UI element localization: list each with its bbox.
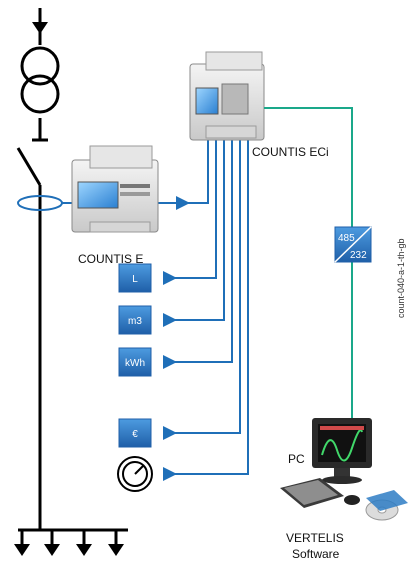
transformer-icon	[20, 46, 60, 114]
side-reference-code: count-040-a-1-th-gb	[396, 238, 406, 318]
input-label-kwh: kWh	[125, 358, 145, 369]
input-label-l: L	[132, 274, 138, 285]
input-label-euro: €	[132, 429, 138, 440]
vertelis-label-line1: VERTELIS	[286, 531, 344, 545]
input-label-m3: m3	[128, 316, 142, 327]
input-box-m3: m3	[118, 305, 152, 335]
rs485-link	[264, 107, 353, 418]
pc-icon	[280, 418, 372, 508]
supply-arrow-icon	[32, 22, 48, 34]
input-box-euro: €	[118, 418, 152, 448]
bus-arrowheads	[163, 196, 190, 481]
countis-eci-label: COUNTIS ECi	[252, 145, 329, 159]
gauge-icon	[117, 456, 153, 492]
converter-bottom-label: 232	[350, 250, 367, 261]
bus-lines	[62, 140, 249, 475]
vertelis-label-line2: Software	[292, 547, 340, 561]
load-arrow-icon	[14, 528, 128, 556]
switch-icon	[16, 147, 42, 186]
countis-eci-meter	[189, 51, 265, 141]
cd-icon	[365, 490, 408, 521]
pc-label: PC	[288, 452, 305, 466]
rs485-232-converter: 485 232	[334, 226, 372, 263]
countis-e-label: COUNTIS E	[78, 252, 144, 266]
input-box-kwh: kWh	[118, 347, 152, 377]
countis-e-meter	[71, 145, 159, 233]
input-box-l: L	[118, 263, 152, 293]
converter-top-label: 485	[338, 233, 355, 244]
